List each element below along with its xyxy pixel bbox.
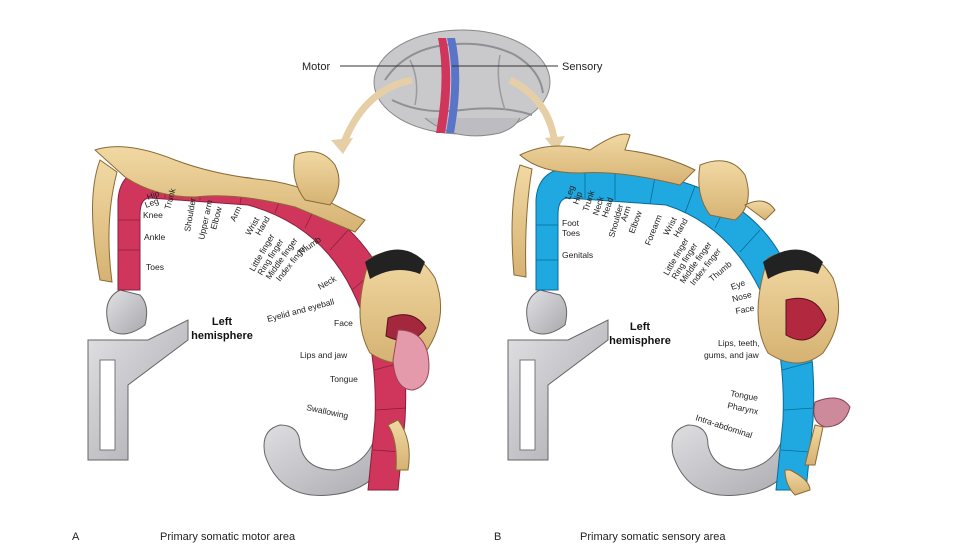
label-b-forearm: Forearm [643, 213, 664, 247]
label-b-eye: Eye [729, 277, 746, 291]
panel-b-caption: Primary somatic sensory area [580, 531, 726, 543]
label-b-pharynx: Pharynx [727, 400, 760, 416]
label-toes: Toes [146, 262, 164, 272]
brain-illustration: Motor Sensory [302, 29, 603, 154]
label-b-hip: Hip [570, 190, 584, 206]
label-face: Face [334, 318, 353, 328]
label-shoulder: Shoulder [182, 197, 198, 232]
panel-b-letter: B [494, 531, 501, 543]
label-knee: Knee [143, 210, 163, 220]
label-b-lips-line2: gums, and jaw [704, 350, 760, 360]
label-b-toes: Toes [562, 228, 580, 238]
panel-a-tongue [392, 329, 430, 391]
label-arm: Arm [228, 204, 244, 222]
panel-a-lips [385, 314, 427, 341]
panel-b-hemisphere-line1: Left [630, 321, 651, 333]
label-lips-jaw: Lips and jaw [300, 350, 348, 360]
panel-a-hand [293, 151, 340, 206]
panel-a-caption: Primary somatic motor area [160, 531, 296, 543]
label-thumb: Thumb [295, 234, 323, 258]
panel-a-letter: A [72, 531, 80, 543]
label-b-tongue: Tongue [730, 388, 759, 403]
panel-b-lips [785, 297, 827, 341]
label-b-face: Face [735, 303, 756, 316]
label-b-genitals: Genitals [562, 250, 593, 260]
motor-strip-brain [436, 38, 451, 133]
panel-a-motor: Hip Leg Trunk Knee Shoulder Upper arm El… [72, 146, 442, 543]
sensory-strip-brain [446, 38, 460, 133]
label-tongue: Tongue [330, 374, 358, 384]
label-eyelid: Eyelid and eyeball [266, 296, 335, 324]
panel-a-lower-curl [263, 414, 401, 496]
panel-a-hemisphere-line2: hemisphere [191, 330, 253, 342]
panel-b-lower-curl [671, 414, 809, 496]
label-ankle: Ankle [144, 232, 166, 242]
label-hip: Hip [145, 188, 161, 202]
panel-b-tongue [813, 397, 851, 428]
label-b-lips-line1: Lips, teeth, [718, 338, 760, 348]
motor-label: Motor [302, 61, 330, 73]
label-b-foot: Foot [562, 218, 580, 228]
label-b-arm: Arm [618, 205, 632, 223]
panel-a-throat [387, 419, 410, 471]
left-arrow [338, 76, 413, 150]
panel-b-hemisphere-line2: hemisphere [609, 335, 671, 347]
label-neck: Neck [316, 273, 338, 292]
label-leg: Leg [143, 196, 160, 210]
panel-a-homunculus [92, 146, 442, 471]
panel-b-homunculus [511, 133, 851, 496]
label-swallowing: Swallowing [306, 402, 350, 421]
sensory-label: Sensory [562, 61, 603, 73]
label-b-leg: Leg [562, 184, 576, 201]
panel-a-hemisphere-line1: Left [212, 316, 233, 328]
panel-b-sensory: Leg Hip Trunk Neck Head Shoulder Arm Elb… [494, 133, 851, 543]
right-arrow [508, 76, 559, 146]
